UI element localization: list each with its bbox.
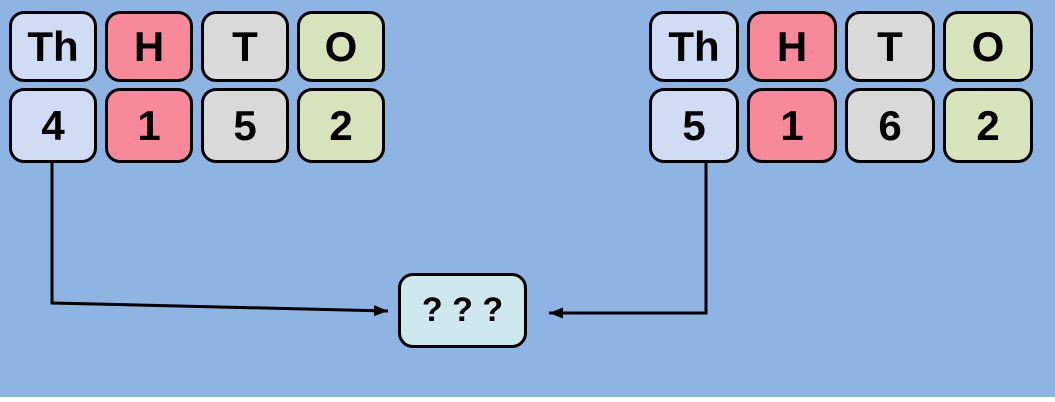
right-digit-ones: 2: [943, 88, 1033, 163]
arrow-right-thousands-to-result: [549, 163, 708, 319]
right-header-ones: O: [943, 11, 1033, 82]
right-header-hundreds: H: [747, 11, 837, 82]
left-header-hundreds: H: [105, 11, 193, 82]
right-digit-tens: 6: [845, 88, 935, 163]
left-header-tens: T: [201, 11, 289, 82]
arrow-left-thousands-to-result: [50, 163, 389, 317]
right-digit-thousands: 5: [649, 88, 739, 163]
left-digit-ones: 2: [297, 88, 385, 163]
place-value-table-right: Th H T O 5 1 6 2: [649, 11, 1033, 163]
left-digit-hundreds: 1: [105, 88, 193, 163]
right-digit-hundreds: 1: [747, 88, 837, 163]
left-header-ones: O: [297, 11, 385, 82]
footer-strip: [0, 397, 1055, 402]
left-header-thousands: Th: [9, 11, 97, 82]
left-digit-tens: 5: [201, 88, 289, 163]
result-box: ? ? ?: [398, 273, 527, 348]
place-value-table-left: Th H T O 4 1 5 2: [9, 11, 385, 163]
left-digit-thousands: 4: [9, 88, 97, 163]
right-header-thousands: Th: [649, 11, 739, 82]
right-header-tens: T: [845, 11, 935, 82]
